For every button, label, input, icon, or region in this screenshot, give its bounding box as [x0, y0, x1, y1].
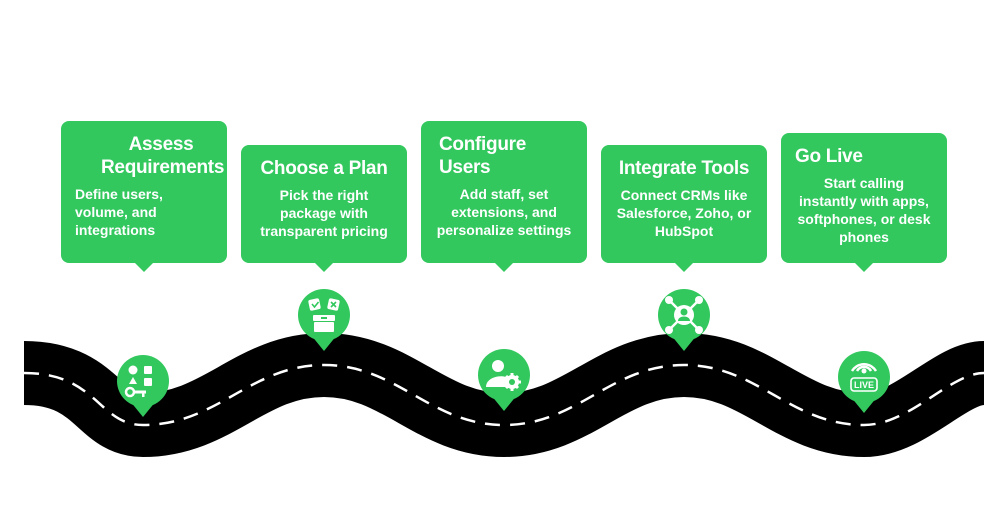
milestone-pin-configure-users — [478, 349, 530, 411]
step-card-go-live: Go Live Start calling instantly with app… — [781, 133, 947, 272]
step-title: Choose a Plan — [260, 158, 388, 179]
step-description: Start calling instantly with apps, softp… — [797, 175, 931, 245]
step-description: Pick the right package with transparent … — [260, 187, 388, 239]
step-title: Integrate Tools — [618, 158, 750, 179]
live-broadcast-icon: LIVE — [850, 362, 878, 392]
road-lane-marking — [23, 363, 985, 427]
step-description: Add staff, set extensions, and personali… — [436, 186, 572, 238]
step-card-configure-users: Configure Users Add staff, set extension… — [421, 121, 587, 272]
step-card-choose-plan: Choose a Plan Pick the right package wit… — [241, 145, 407, 272]
step-title: Go Live — [795, 146, 863, 167]
integration-hub-icon — [665, 296, 703, 334]
shapes-key-icon — [124, 365, 152, 398]
milestone-pin-integrate-tools — [658, 289, 710, 351]
milestone-pin-assess — [117, 355, 169, 417]
step-card-assess: Assess Requirements Define users, volume… — [61, 121, 227, 272]
milestone-pin-choose-plan — [298, 289, 350, 351]
plan-box-icon — [308, 298, 340, 332]
step-title: Configure Users — [439, 134, 527, 178]
step-description: Connect CRMs like Salesforce, Zoho, or H… — [616, 187, 752, 239]
step-title: Assess Requirements — [101, 134, 225, 178]
step-card-integrate-tools: Integrate Tools Connect CRMs like Salesf… — [601, 145, 767, 272]
live-badge-text: LIVE — [854, 380, 874, 390]
milestone-pin-go-live: LIVE — [838, 351, 890, 413]
step-description: Define users, volume, and integrations — [75, 186, 163, 238]
user-gear-icon — [486, 360, 521, 391]
